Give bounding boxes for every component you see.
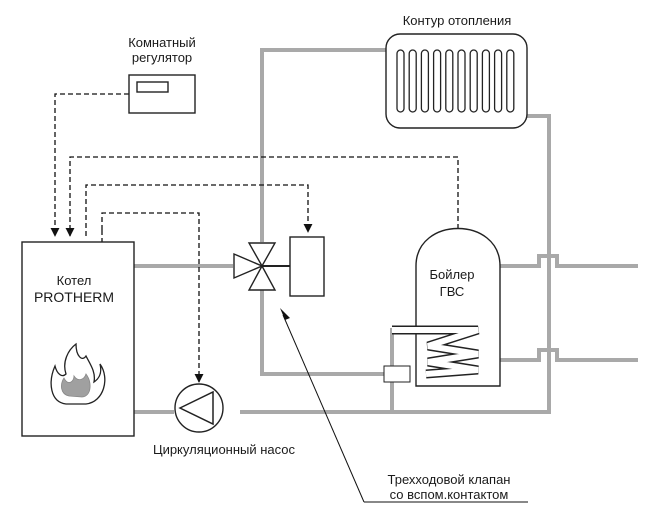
three-way-valve-label-line1: Трехходовой клапан bbox=[388, 472, 511, 487]
valve-leader-line bbox=[282, 314, 365, 503]
radiator-fin bbox=[445, 49, 454, 113]
radiator-fin bbox=[408, 49, 417, 113]
hot-water-outlet-pipe bbox=[500, 254, 638, 268]
arrow-down-icon bbox=[280, 308, 290, 320]
circulation-pump-label: Циркуляционный насос bbox=[153, 442, 296, 457]
flame-icon bbox=[50, 342, 106, 405]
radiator-fin bbox=[481, 49, 491, 113]
pump-icon bbox=[174, 383, 224, 433]
three-way-valve-icon bbox=[233, 242, 291, 291]
room-regulator-display bbox=[136, 81, 169, 93]
three-way-valve-label-line2: со вспом.контактом bbox=[390, 487, 509, 502]
radiator-fin bbox=[396, 49, 405, 113]
dhw-tank-label-line2: ГВС bbox=[440, 284, 465, 299]
radiator-fin bbox=[506, 49, 515, 113]
dhw-sensor-signal-line bbox=[65, 156, 459, 237]
room-regulator-label-line1: Комнатный bbox=[128, 35, 196, 50]
pump-control-line bbox=[101, 212, 204, 383]
room-regulator-body bbox=[128, 74, 196, 114]
boiler-label-line1: Котел bbox=[57, 273, 92, 288]
dhw-tank bbox=[383, 227, 501, 387]
dhw-tank-label-line1: Бойлер bbox=[429, 267, 474, 282]
radiator-fin bbox=[420, 49, 430, 113]
radiator-body bbox=[385, 33, 528, 129]
room-regulator bbox=[128, 74, 196, 114]
radiator-fin bbox=[432, 49, 442, 113]
valve-actuator bbox=[289, 236, 325, 297]
heat-exchanger-coil-icon bbox=[392, 325, 480, 379]
radiator-fin bbox=[457, 49, 466, 113]
dhw-tank-connection bbox=[383, 365, 411, 383]
regulator-signal-line bbox=[50, 93, 129, 237]
heating-circuit-label: Контур отопления bbox=[403, 13, 512, 28]
heating-return-pipe bbox=[240, 114, 551, 414]
radiator bbox=[385, 33, 528, 129]
dhw-coil-supply-pipe bbox=[260, 290, 390, 376]
heating-supply-pipe bbox=[260, 48, 388, 242]
boiler-body bbox=[21, 241, 135, 437]
control-lines bbox=[50, 93, 459, 383]
radiator-fin bbox=[469, 49, 478, 113]
valve-control-line bbox=[85, 184, 313, 236]
radiator-fin bbox=[493, 49, 503, 113]
cold-water-inlet-pipe bbox=[500, 348, 638, 362]
room-regulator-label-line2: регулятор bbox=[132, 50, 192, 65]
radiator-fins bbox=[396, 49, 515, 113]
boiler-label-line2: PROTHERM bbox=[34, 289, 114, 305]
